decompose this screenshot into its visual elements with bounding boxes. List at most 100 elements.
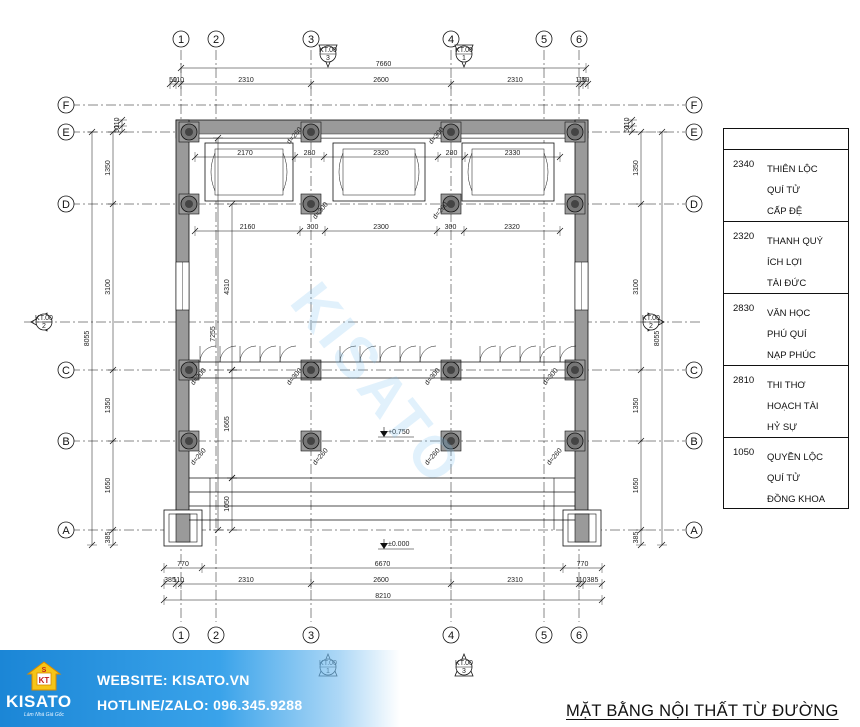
altar-table [210, 152, 216, 192]
dimension-label: 280 [446, 150, 458, 157]
door-swing [259, 345, 277, 363]
grid-column-label: 2 [213, 630, 219, 642]
dimension-label: 110 [173, 77, 184, 84]
section-tag-number: 3 [326, 55, 330, 62]
dimension-label: 385 [587, 577, 599, 584]
dimension-label: 2170 [237, 150, 253, 157]
door-swing [399, 345, 417, 363]
section-tag-label: KT.00 [35, 315, 53, 322]
door-swing [559, 345, 577, 363]
grid-row-label: A [62, 525, 70, 537]
legend-code: 2830 [733, 303, 755, 314]
dimension-label: 2320 [504, 224, 520, 231]
grid-column-label: 5 [541, 630, 547, 642]
dimension-label: 50 [582, 77, 590, 84]
legend-code: 2320 [733, 231, 755, 242]
grid-bubble [57, 123, 75, 141]
altar-table [214, 148, 284, 196]
grid-row-label: F [691, 100, 698, 112]
dimension-label: 50 [624, 125, 631, 133]
grid-bubble [570, 30, 588, 48]
legend-header [724, 129, 848, 150]
altar-table [338, 152, 344, 192]
grid-row-label: D [690, 199, 698, 211]
grid-bubble [535, 626, 553, 644]
grid-bubble [685, 195, 703, 213]
grid-row-label: E [62, 127, 69, 139]
website-link[interactable]: WEBSITE: KISATO.VN [97, 672, 250, 688]
dimension-label: 1350 [633, 398, 640, 414]
column-post [185, 128, 193, 136]
grid-row-label: B [690, 436, 697, 448]
dimension-label: 2600 [373, 577, 389, 584]
altar-table [282, 152, 288, 192]
dimension-label: 300 [445, 224, 457, 231]
dimension-label: 1050 [224, 496, 231, 512]
section-tag-number: 2 [649, 323, 653, 330]
brand-footer [0, 650, 400, 727]
dimension-label: 1350 [633, 160, 640, 176]
grid-row-label: C [690, 365, 698, 377]
legend-code: 2340 [733, 159, 755, 170]
section-tag-label: KT.00 [455, 660, 473, 667]
hotline-text[interactable]: HOTLINE/ZALO: 096.345.9288 [97, 697, 303, 713]
grid-column-label: 6 [576, 630, 582, 642]
grid-bubble [207, 626, 225, 644]
logo-name: KISATO [6, 692, 72, 711]
dimension-label: 2160 [240, 224, 256, 231]
wall-inner-edge [188, 133, 576, 139]
house-logo-icon: S KT [26, 661, 62, 691]
door-swing [199, 345, 217, 363]
dimension-label: 1650 [633, 478, 640, 494]
dimension-label: 1665 [224, 416, 231, 432]
grid-bubble [57, 521, 75, 539]
grid-row-label: E [690, 127, 697, 139]
level-label: +0.750 [388, 429, 410, 436]
column-post [571, 128, 579, 136]
grid-bubble [57, 195, 75, 213]
dimension-label: 1650 [105, 478, 112, 494]
section-tag-number: 2 [42, 323, 46, 330]
altar-table [461, 142, 555, 202]
dimension-label: 2310 [507, 77, 523, 84]
column-post [571, 366, 579, 374]
dimension-label: 770 [177, 561, 189, 568]
column-post [447, 437, 455, 445]
grid-bubble [302, 30, 320, 48]
grid-column-label: 2 [213, 34, 219, 46]
grid-bubble [172, 626, 190, 644]
door-swing [419, 345, 437, 363]
section-tag-number: 1 [462, 55, 466, 62]
dimension-label: 2330 [505, 150, 521, 157]
level-label: ±0.000 [388, 541, 409, 548]
svg-text:KT: KT [39, 676, 50, 685]
grid-bubble [570, 626, 588, 644]
wall-right [574, 119, 589, 531]
corner-plinth [175, 513, 191, 543]
grid-bubble [442, 30, 460, 48]
column-post [185, 200, 193, 208]
altar-table [342, 148, 416, 196]
door-swing [479, 345, 497, 363]
dimension-label: 2310 [238, 77, 254, 84]
dimension-label: 6670 [375, 561, 391, 568]
door-swing [279, 345, 297, 363]
column-post [447, 128, 455, 136]
dimension-label: 3100 [633, 279, 640, 295]
dimension-label: 8055 [654, 331, 661, 347]
altar-table [471, 148, 545, 196]
grid-bubble [302, 626, 320, 644]
grid-column-label: 4 [448, 630, 454, 642]
dimension-label: 2310 [507, 577, 523, 584]
dimension-label: 385 [633, 532, 640, 544]
column-post [571, 200, 579, 208]
column-post [307, 366, 315, 374]
column-post [307, 128, 315, 136]
column-post [307, 200, 315, 208]
grid-column-label: 1 [178, 630, 184, 642]
grid-bubble [57, 96, 75, 114]
grid-column-label: 5 [541, 34, 547, 46]
